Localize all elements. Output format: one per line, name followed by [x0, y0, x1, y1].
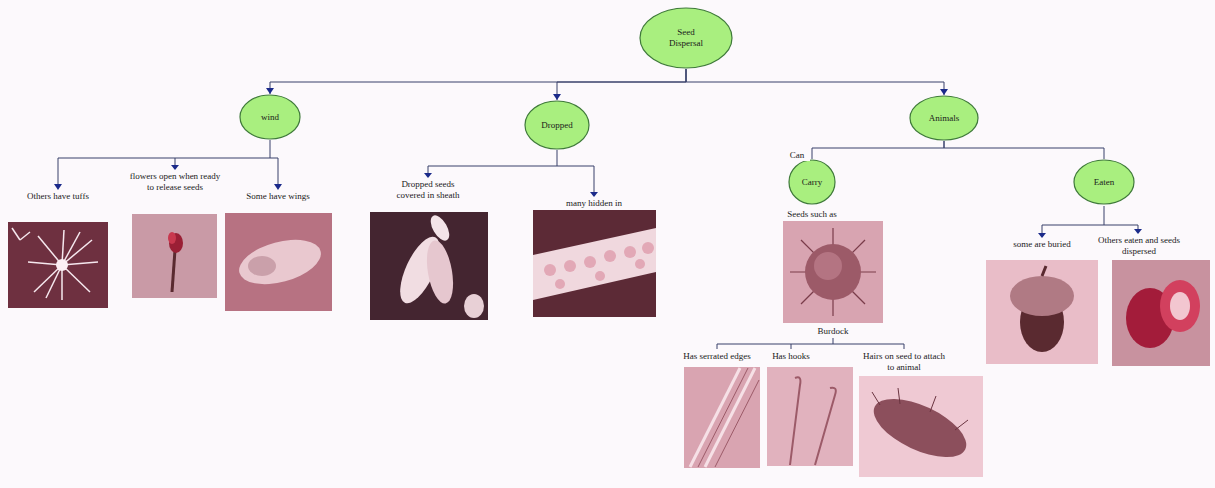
ellipse-shape — [1074, 160, 1134, 204]
annotation-text: some are buried — [1003, 239, 1081, 250]
annotation-text: Has serrated edges — [679, 351, 755, 362]
photo-acorn — [986, 260, 1098, 364]
photo-fruit — [1112, 260, 1210, 366]
leader-lines — [58, 140, 1138, 349]
ellipse-shape — [240, 95, 300, 139]
photo-wing — [225, 213, 332, 311]
connector-line — [686, 69, 944, 95]
annotation-text: Seeds such as — [779, 209, 845, 220]
photo-serrated — [684, 367, 760, 468]
concept-ellipse: Eaten — [1073, 159, 1135, 205]
arrowhead — [553, 94, 561, 100]
concept-ellipse: Dropped — [524, 100, 590, 150]
node-text-group: Dropped — [541, 120, 573, 131]
photo-burdock — [783, 221, 883, 323]
node-label: wind — [261, 112, 279, 123]
ellipse-shape — [910, 96, 978, 140]
annotation-text: Has hooks — [767, 351, 815, 362]
concept-ellipse: Animals — [909, 95, 979, 141]
connector — [812, 141, 944, 159]
concept-ellipse: wind — [239, 94, 301, 140]
annotation-text: Can — [784, 150, 810, 161]
annotation-text: Hairs on seed to attach to animal — [860, 351, 948, 373]
node-text-group: Seed Dispersal — [663, 27, 710, 49]
photo-tufts — [8, 222, 108, 308]
connector-line — [944, 141, 1104, 159]
connector — [944, 141, 1104, 159]
annotation-text: Some have wings — [237, 191, 319, 202]
annotation-text: Dropped seeds covered in sheath — [388, 179, 468, 201]
arrowhead — [266, 88, 274, 94]
concept-ellipse: Seed Dispersal — [639, 7, 733, 69]
annotation-text: flowers open when ready to release seeds — [129, 171, 221, 193]
concept-ellipse: Carry — [788, 159, 836, 205]
node-label: Carry — [802, 177, 823, 188]
node-label: Eaten — [1094, 177, 1115, 188]
photo-hooks — [767, 367, 853, 466]
annotation-text: many hidden in — [559, 198, 629, 209]
node-label: Seed Dispersal — [663, 27, 710, 49]
annotation-text: Burdock — [808, 326, 858, 337]
connector — [686, 69, 948, 95]
arrowhead — [940, 89, 948, 95]
node-text-group: Animals — [929, 113, 960, 124]
photo-catkin — [533, 210, 656, 317]
photo-hairy-seed — [859, 376, 983, 477]
photo-flower — [132, 214, 217, 298]
annotation-text: Others eaten and seeds dispersed — [1095, 235, 1183, 257]
leader-arrowheads — [54, 165, 1142, 238]
ellipse-shape — [640, 8, 732, 68]
node-label: Dropped — [541, 120, 573, 131]
connector-line — [812, 141, 944, 159]
ellipse-shape — [525, 101, 589, 149]
node-text-group: Eaten — [1094, 177, 1115, 188]
node-label: Animals — [929, 113, 960, 124]
photo-sheath — [370, 212, 488, 320]
ellipse-shape — [789, 160, 835, 204]
connector-line — [557, 69, 686, 100]
connector — [553, 69, 686, 100]
node-text-group: Carry — [802, 177, 823, 188]
node-text-group: wind — [261, 112, 279, 123]
annotation-text: Others have tuffs — [16, 191, 100, 202]
